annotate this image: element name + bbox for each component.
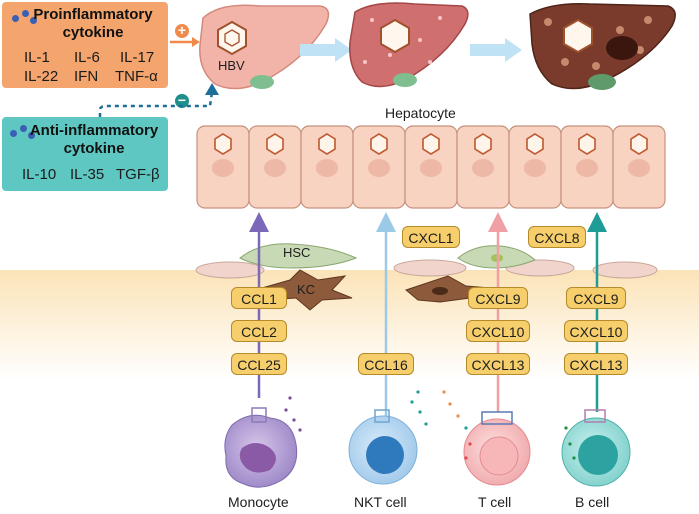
monocyte-label: Monocyte xyxy=(228,494,289,510)
pro-cytokine-ifn: IFN xyxy=(74,68,99,85)
chemokine-chip-ccl25: CCL25 xyxy=(231,353,287,375)
minus-sign: − xyxy=(177,92,187,108)
chemokine-chip-cxcl13-t: CXCL13 xyxy=(466,353,530,375)
kc-cell xyxy=(261,269,353,311)
pro-cytokine-il17: IL-17 xyxy=(120,49,155,66)
hbv-virus-icon xyxy=(217,20,247,56)
anti-inflammatory-box: Anti-inflammatory cytokine IL-10 IL-35 T… xyxy=(2,117,168,191)
kc-label: KC xyxy=(297,282,316,297)
nkt-cell xyxy=(348,390,428,485)
proinflammatory-box: Proinflammatory cytokine IL-1 IL-6 IL-17… xyxy=(2,2,168,88)
pro-cytokine-il6: IL-6 xyxy=(74,49,100,66)
monocyte-cell xyxy=(224,396,302,488)
hbv-label: HBV xyxy=(218,58,245,73)
hbv-virus-icon xyxy=(380,18,410,54)
chemokine-chip-ccl16: CCL16 xyxy=(358,353,414,375)
anti-cytokine-tgfb: TGF-β xyxy=(116,166,160,183)
anti-dotted-arrow xyxy=(98,91,214,117)
anti-cytokine-il35: IL-35 xyxy=(70,166,105,183)
nkt-cell-label: NKT cell xyxy=(354,494,407,510)
chemokine-chip-cxcl13-b: CXCL13 xyxy=(564,353,628,375)
hepatocyte-label: Hepatocyte xyxy=(385,105,456,121)
pro-cytokine-tnfa: TNF-α xyxy=(115,68,158,85)
cytokine-dots-icon xyxy=(10,125,40,141)
proinflammatory-title: Proinflammatory cytokine xyxy=(33,6,153,41)
stromal-layer xyxy=(195,243,658,311)
chemokine-chip-cxcl9-b: CXCL9 xyxy=(566,287,626,309)
chemokine-chip-cxcl8: CXCL8 xyxy=(528,226,586,248)
anti-cytokine-il10: IL-10 xyxy=(22,166,57,183)
healthy-liver xyxy=(199,4,330,90)
cirrhotic-liver xyxy=(529,2,676,90)
b-cell-label: B cell xyxy=(575,494,610,510)
inflamed-liver xyxy=(349,2,469,88)
minus-badge-bg xyxy=(175,94,189,108)
plus-sign: + xyxy=(177,22,187,38)
chemokine-chip-cxcl10-b: CXCL10 xyxy=(564,320,628,342)
plus-badge-bg xyxy=(175,24,189,38)
t-cell xyxy=(442,390,531,486)
chemokine-chip-cxcl10-t: CXCL10 xyxy=(466,320,530,342)
chemokine-chip-ccl1: CCL1 xyxy=(231,287,287,309)
chemokine-chip-cxcl9-t: CXCL9 xyxy=(468,287,528,309)
cytokine-dots-icon xyxy=(12,10,42,26)
t-cell-label: T cell xyxy=(478,494,512,510)
pro-cytokine-il22: IL-22 xyxy=(24,68,59,85)
chemokine-chip-cxcl1: CXCL1 xyxy=(402,226,460,248)
hepatocyte-row xyxy=(196,125,666,209)
b-cell xyxy=(561,409,631,487)
hsc-label: HSC xyxy=(283,245,311,260)
hsc-cell xyxy=(239,243,358,269)
chemokine-chip-ccl2: CCL2 xyxy=(231,320,287,342)
anti-inflammatory-title: Anti-inflammatory cytokine xyxy=(29,122,159,157)
pro-cytokine-il1: IL-1 xyxy=(24,49,50,66)
hbv-virus-icon xyxy=(563,18,593,54)
